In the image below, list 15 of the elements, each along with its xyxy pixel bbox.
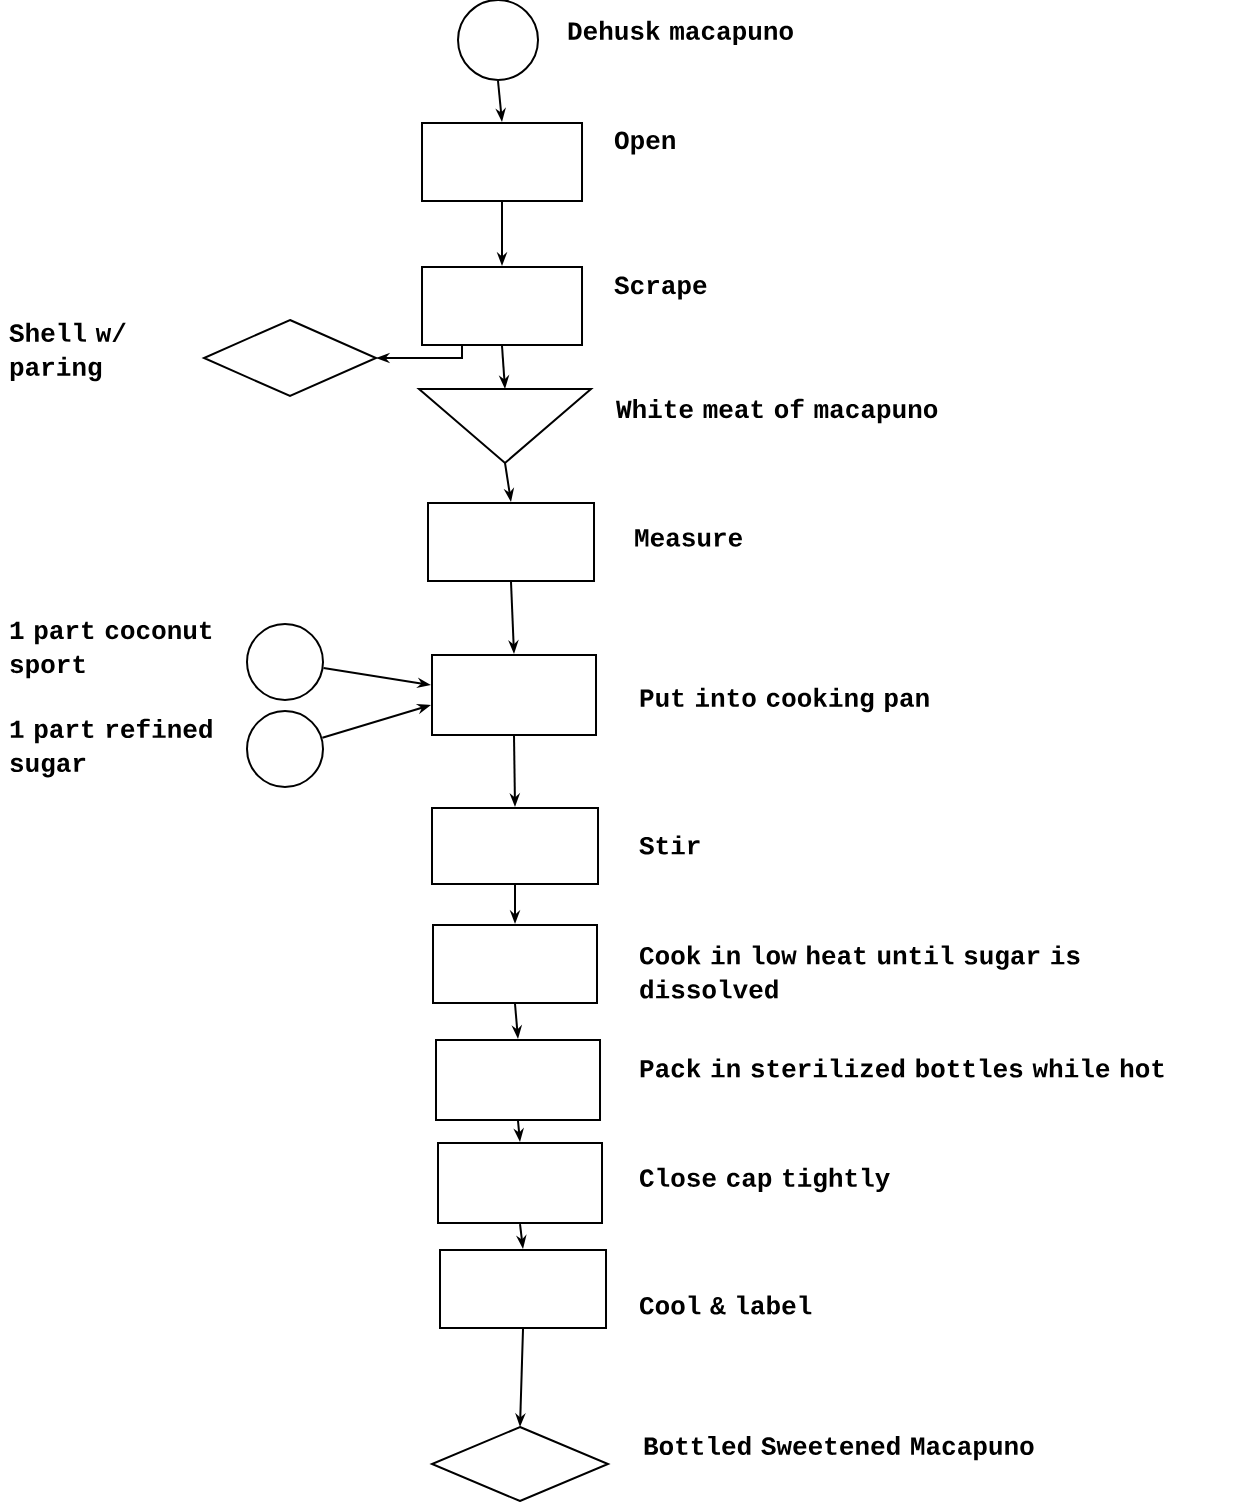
step-label: 1 part coconut sport	[10, 621, 212, 679]
step-label: Scrape	[614, 276, 707, 300]
step-label: Close cap tightly	[640, 1167, 890, 1193]
step-label: Open	[614, 131, 675, 155]
step-label: Measure	[635, 529, 742, 547]
step-label: Shell w/ paring	[9, 322, 126, 382]
step-label: Put into cooking pan	[640, 687, 929, 713]
step-label: White meat of macapuno	[616, 398, 938, 424]
step-label: 1 part refined sugar	[10, 718, 212, 778]
step-label: Cook in low heat until sugar is dissolved	[640, 945, 1080, 999]
step-label: Cool & label	[640, 1295, 812, 1315]
step-label: Bottled Sweetened Macapuno	[644, 1435, 1034, 1461]
step-label: Pack in sterilized bottles while hot	[640, 1058, 1164, 1078]
step-label: Stir	[639, 835, 700, 855]
step-label: Dehusk macapuno	[568, 20, 793, 46]
